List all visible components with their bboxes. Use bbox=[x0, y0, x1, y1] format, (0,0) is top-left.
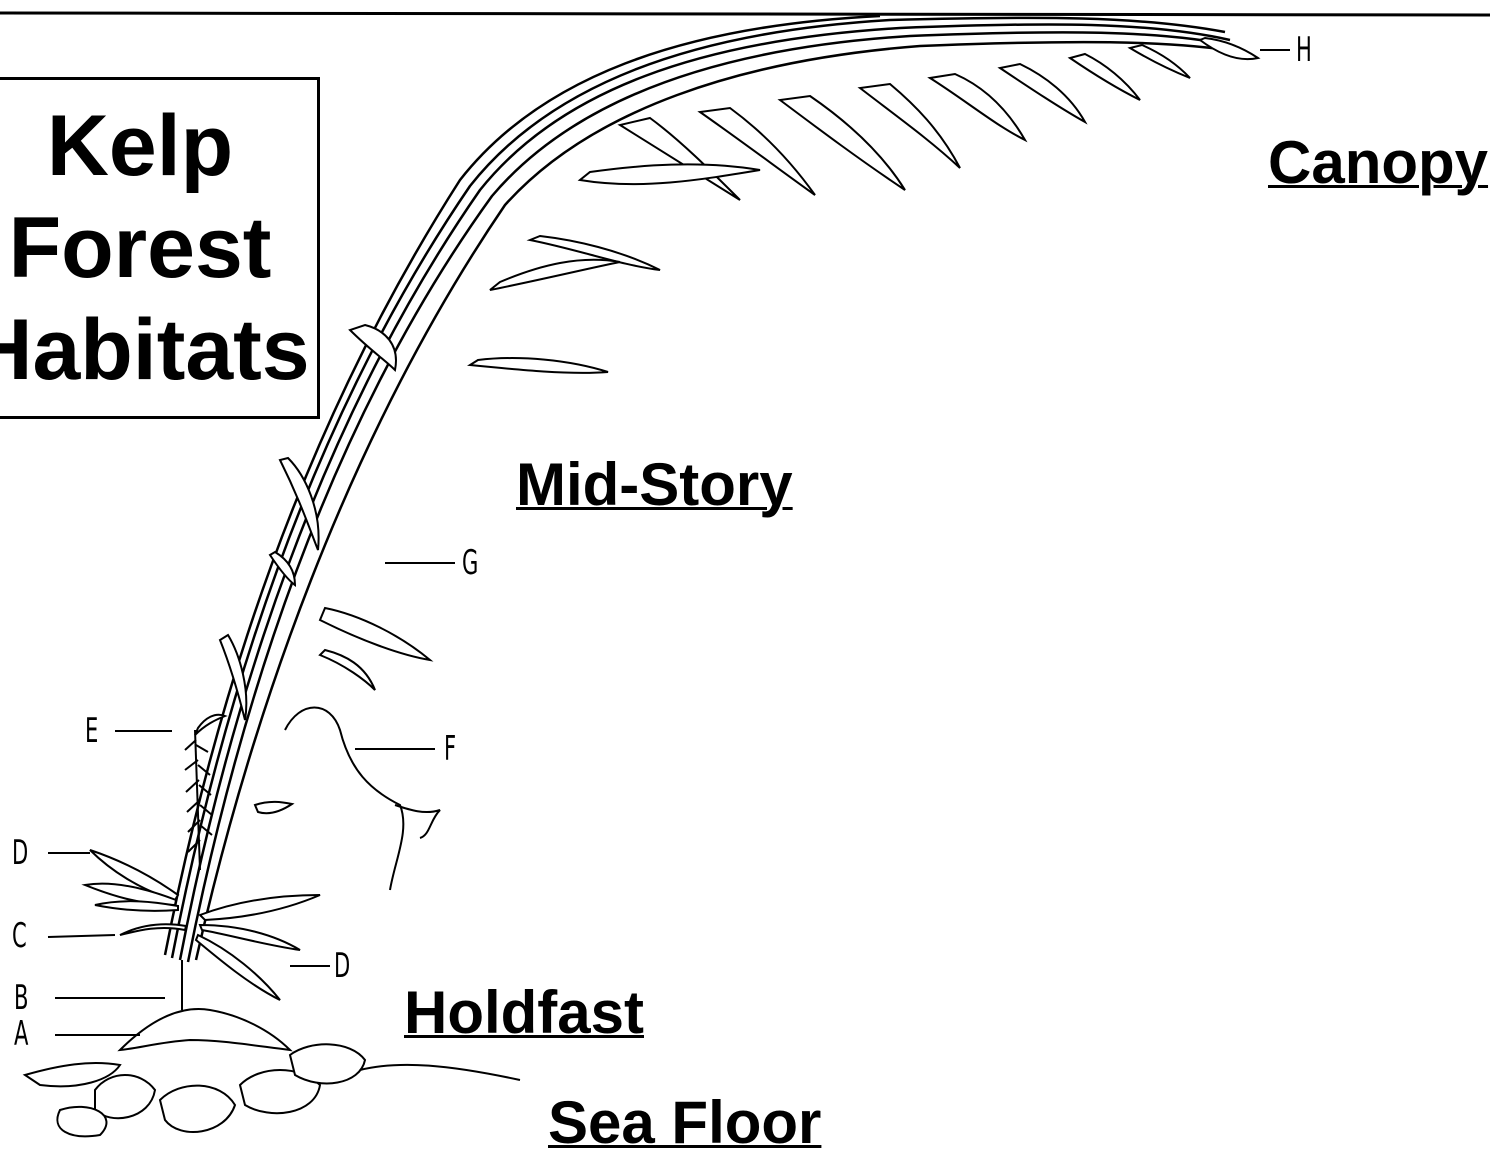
part-label-c: C bbox=[12, 916, 27, 956]
water-surface-line bbox=[0, 13, 1490, 15]
part-label-e: E bbox=[85, 711, 98, 751]
zone-label-canopy: Canopy bbox=[1268, 128, 1488, 197]
title-box: Kelp Forest Habitats bbox=[0, 77, 320, 419]
title-line-2: Forest bbox=[9, 197, 272, 299]
leader-c bbox=[48, 935, 115, 937]
part-label-a: A bbox=[14, 1014, 28, 1054]
title-line-1: Kelp bbox=[47, 95, 233, 197]
part-label-g: G bbox=[462, 543, 478, 583]
part-label-d-left: D bbox=[12, 833, 28, 873]
title-line-3: Habitats bbox=[0, 299, 310, 401]
part-label-f: F bbox=[444, 729, 456, 769]
lower-fronds bbox=[85, 850, 320, 1000]
zone-label-sea-floor: Sea Floor bbox=[548, 1088, 821, 1151]
canopy-blades bbox=[470, 38, 1258, 373]
part-label-b: B bbox=[14, 978, 28, 1018]
dangling-frond bbox=[285, 708, 440, 891]
zone-label-holdfast: Holdfast bbox=[404, 978, 644, 1047]
part-label-d-right: D bbox=[334, 946, 350, 986]
zone-label-mid-story: Mid-Story bbox=[516, 450, 793, 519]
part-label-h: H bbox=[1296, 30, 1312, 70]
